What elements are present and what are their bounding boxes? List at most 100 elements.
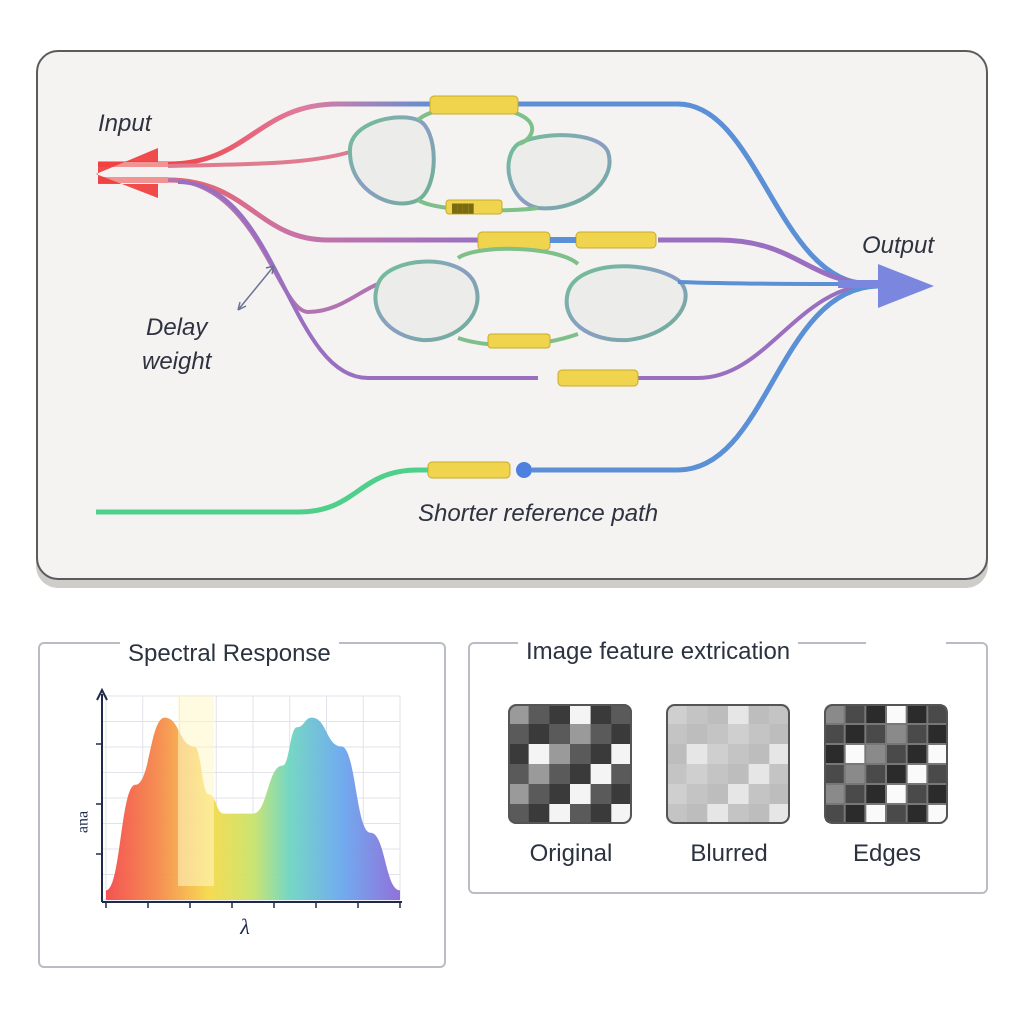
thumbnail-cell — [570, 704, 591, 724]
spectral-ticks — [96, 743, 401, 908]
thumbnail-cell — [570, 744, 591, 764]
thumbnail-cell — [611, 704, 632, 724]
coupler-ref — [427, 461, 511, 479]
thumbnail-cell — [508, 764, 529, 784]
thumbnail-cell — [570, 804, 591, 824]
thumbnail-cell — [686, 764, 708, 784]
thumbnail-cell — [707, 744, 728, 764]
thumbnail-cell — [928, 705, 947, 723]
thumbnail-cell — [866, 705, 885, 723]
thumbnail-cell — [769, 724, 790, 744]
thumbnail-cell — [666, 704, 687, 724]
top-blue-guide — [518, 101, 869, 287]
thumbnail-cell — [549, 804, 570, 824]
thumbnail-cell — [528, 804, 550, 824]
upper-input-guide — [167, 101, 438, 167]
thumbnail-cell — [845, 805, 865, 823]
thumbnail-cell — [549, 724, 570, 744]
thumbnail-cell — [528, 724, 550, 744]
thumbnail-cell — [907, 725, 927, 743]
reference-path — [96, 467, 508, 515]
thumbnail-cell — [611, 784, 632, 804]
thumbnail-cell — [508, 784, 529, 804]
thumbnail-cell — [549, 764, 570, 784]
thumbnail-cell — [549, 784, 570, 804]
thumbnail-cell — [508, 704, 529, 724]
reference-path-label: Shorter reference path — [418, 500, 659, 527]
thumbnail-cell — [528, 744, 550, 764]
thumbnail-cell — [590, 704, 612, 724]
thumbnail-cell — [825, 725, 844, 743]
thumbnail-cell — [845, 765, 865, 783]
thumbnail-cell — [907, 765, 927, 783]
thumbnail-cell — [590, 804, 612, 824]
thumbnail-cell — [707, 784, 728, 804]
spectral-chart: λ ɐuɐ — [76, 687, 402, 939]
thumbnail-label-edges: Edges — [852, 840, 922, 867]
coupler-top-1 — [429, 95, 519, 115]
spectral-xlabel: λ — [239, 914, 250, 939]
thumbnail-cell — [728, 784, 749, 804]
thumbnail-cell — [728, 764, 749, 784]
spectral-ylabel: ɐuɐ — [76, 811, 93, 833]
thumbnail-cell — [686, 784, 708, 804]
thumbnail-cell — [728, 744, 749, 764]
thumbnail-cell — [928, 805, 947, 823]
thumbnail-cell — [508, 724, 529, 744]
spectral-highlight — [178, 696, 214, 886]
thumbnail-cell — [887, 785, 906, 803]
input-label: Input — [98, 110, 152, 137]
thumbnail-cell — [549, 744, 570, 764]
thumbnail-cell — [907, 805, 927, 823]
coupler-marking: ████ — [452, 203, 474, 214]
thumbnail-cell — [611, 724, 632, 744]
thumbnail-cell — [570, 724, 591, 744]
thumbnail-cell — [528, 764, 550, 784]
thumbnail-cell — [907, 785, 927, 803]
thumbnail-cell — [825, 705, 844, 723]
features-title: Image feature extrication — [518, 638, 799, 666]
thumbnail-cell — [570, 784, 591, 804]
thumbnail-cell — [590, 744, 612, 764]
thumbnail-cell — [825, 785, 844, 803]
thumbnail-cell — [769, 744, 790, 764]
thumbnail-cell — [686, 724, 708, 744]
thumbnail-cell — [769, 764, 790, 784]
upper-ring-resonators — [347, 104, 612, 213]
thumbnail-cell — [748, 724, 770, 744]
thumbnail-cell — [666, 764, 687, 784]
reference-node — [516, 462, 532, 478]
lower-purple-guide — [638, 282, 879, 380]
thumbnail-cell — [590, 764, 612, 784]
thumbnail-cell — [590, 724, 612, 744]
thumbnail-cell — [611, 764, 632, 784]
circuit-diagram: ████ — [96, 95, 934, 515]
thumbnail-cell — [728, 724, 749, 744]
spectral-title: Spectral Response — [120, 640, 339, 668]
thumbnail-cell — [845, 725, 865, 743]
reference-blue-guide — [532, 283, 879, 473]
thumbnail-cell — [728, 804, 749, 824]
thumbnail-cell — [508, 804, 529, 824]
thumbnail-cell — [769, 804, 790, 824]
thumbnail-cell — [866, 805, 885, 823]
input-to-upper-rings — [167, 150, 351, 168]
thumbnail-cell — [928, 725, 947, 743]
thumbnail-label-original: Original — [529, 840, 613, 867]
thumbnail-cell — [666, 744, 687, 764]
thumbnail-cell — [748, 784, 770, 804]
thumbnail-cell — [528, 704, 550, 724]
thumbnail-cell — [748, 704, 770, 724]
coupler-top-2 — [445, 199, 503, 215]
thumbnail-cell — [590, 784, 612, 804]
thumbnail-label-blurred: Blurred — [690, 840, 768, 867]
thumbnail-cell — [549, 704, 570, 724]
thumbnail-cell — [748, 804, 770, 824]
thumbnail-cell — [686, 744, 708, 764]
thumbnail-cell — [707, 764, 728, 784]
thumbnail-cell — [866, 765, 885, 783]
thumbnail-cell — [928, 785, 947, 803]
thumbnail-cell — [845, 705, 865, 723]
spectral-response-card: Spectral Response λ ɐuɐ — [38, 640, 446, 968]
thumbnail-cell — [686, 804, 708, 824]
